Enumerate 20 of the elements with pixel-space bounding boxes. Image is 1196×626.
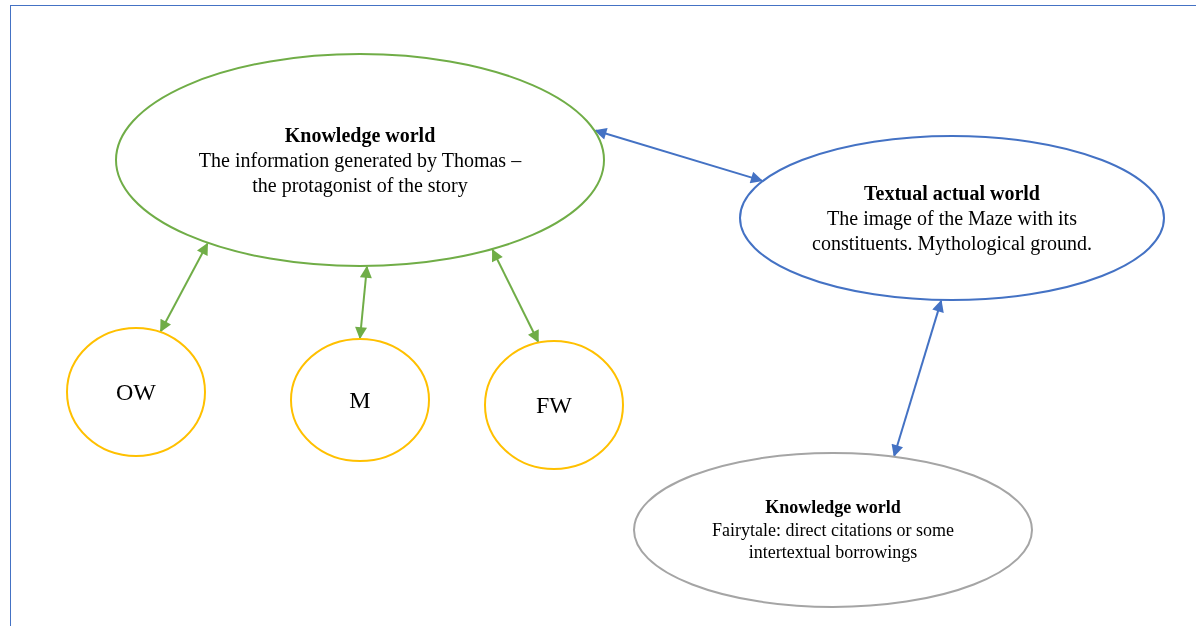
double-arrow [355, 265, 372, 340]
node-heading: Knowledge world [765, 496, 901, 519]
node-label: M [349, 386, 371, 415]
ellipse-node [484, 340, 624, 470]
ellipse-node [115, 53, 605, 267]
node-description: The information generated by Thomas – the protagonist of the story [197, 147, 523, 198]
node-label: FW [536, 391, 572, 420]
double-arrow [891, 299, 944, 457]
ellipse-node [633, 452, 1033, 608]
double-arrow [159, 242, 209, 333]
double-arrow [491, 248, 540, 343]
ellipse-node [739, 135, 1165, 301]
node-description: The image of the Maze with its constituents. Mythological ground. [811, 205, 1093, 256]
node-heading: Knowledge world [284, 122, 436, 148]
double-arrow [594, 127, 763, 184]
ellipse-node [66, 327, 206, 457]
node-description: Fairytale: direct citations or some intertextual borrowings [711, 518, 955, 564]
ellipse-node [290, 338, 430, 462]
node-label: OW [116, 378, 156, 407]
node-heading: Textual actual world [864, 180, 1040, 206]
